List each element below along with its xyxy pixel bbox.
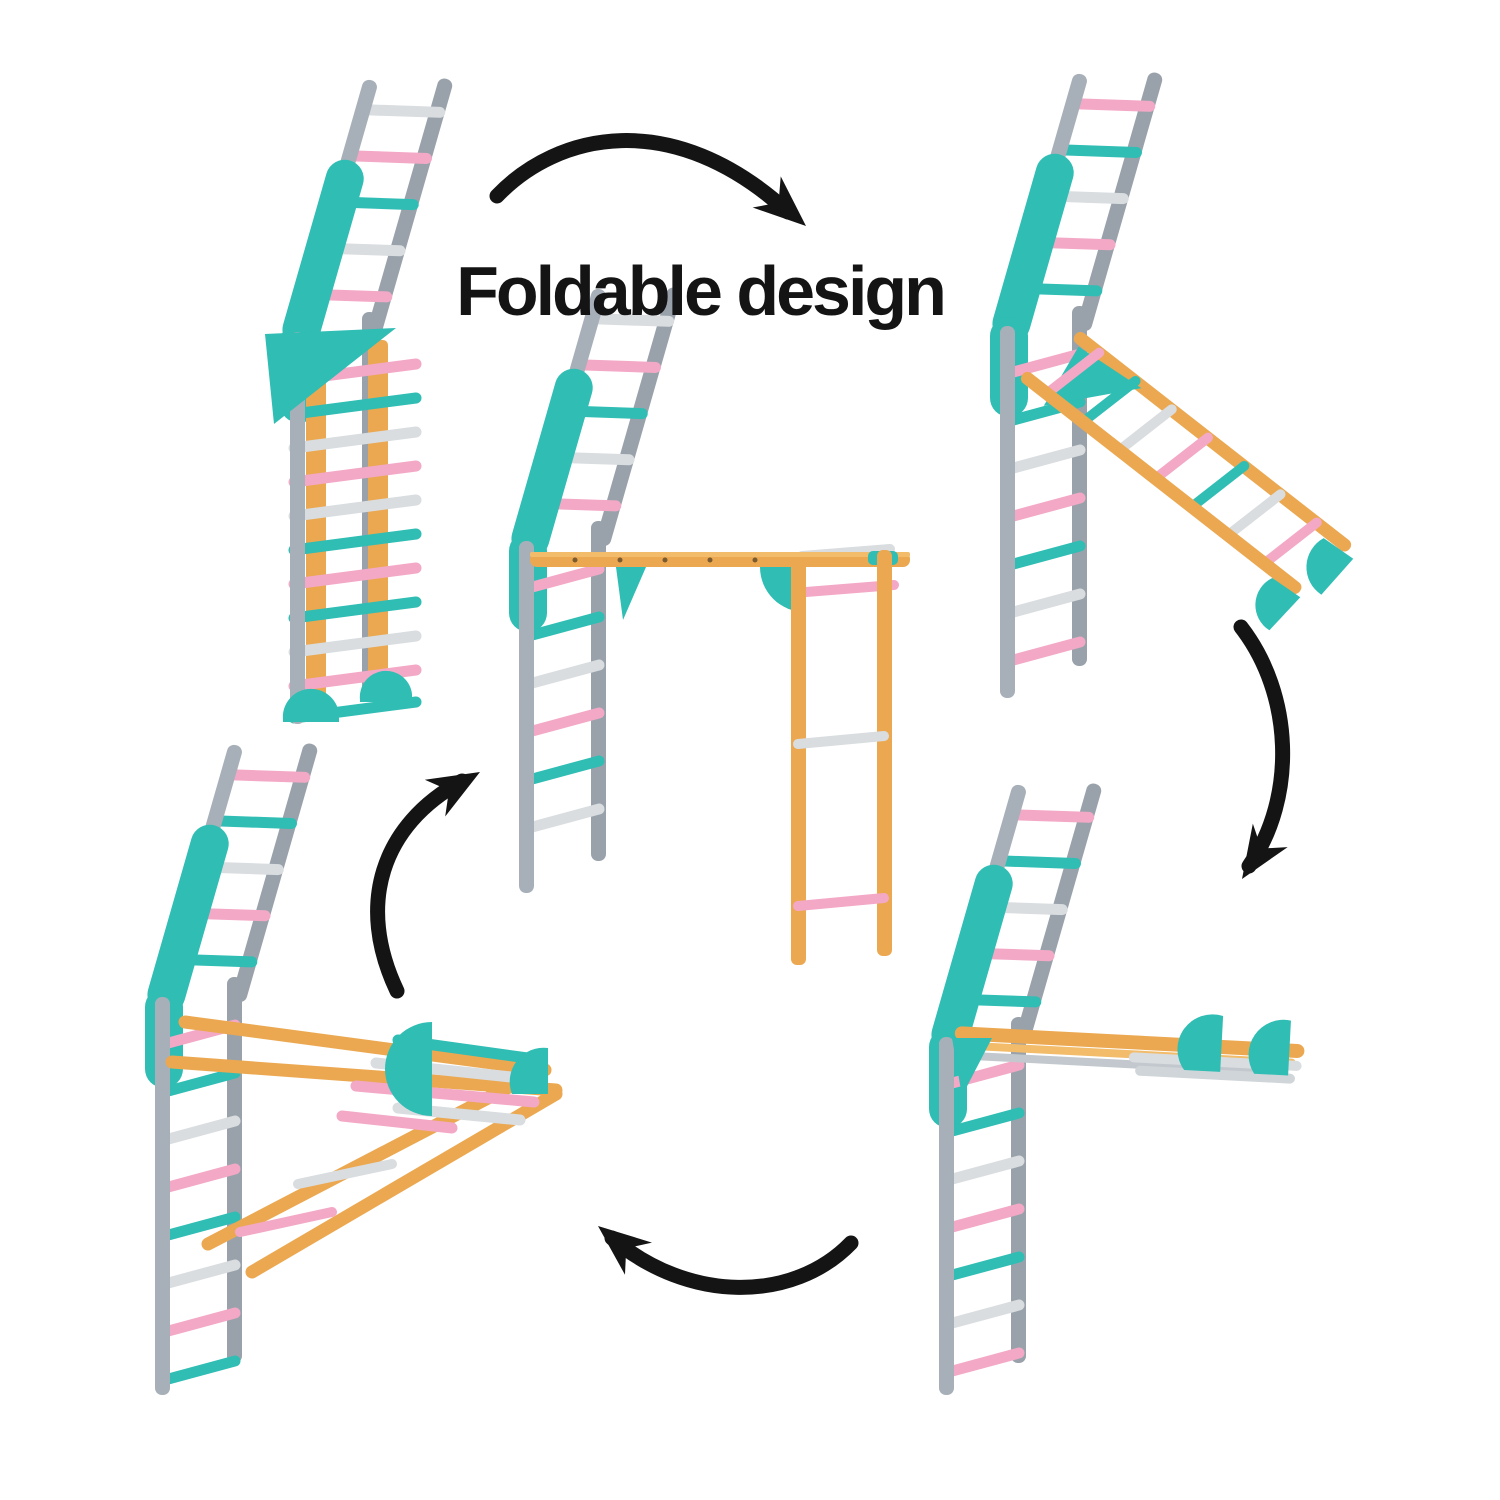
config-folded-flat: [265, 78, 453, 724]
fold-fin: [1248, 1019, 1291, 1076]
foot-cap: [359, 670, 412, 702]
fold-bracket: [992, 153, 1074, 343]
config-monkey-bars-extended: [509, 287, 910, 965]
config-ramp-unfolded: [990, 72, 1354, 698]
fold-bracket: [282, 159, 364, 349]
support-leg: [791, 562, 806, 965]
fold-fin: [1177, 1014, 1224, 1072]
folded-beam: [178, 1015, 552, 1077]
foot-cap: [1306, 538, 1354, 595]
cycle-arrow-top-icon: [489, 133, 820, 243]
hinge-plate: [952, 1038, 992, 1096]
ramp-section: [1020, 331, 1354, 631]
fold-bracket: [147, 824, 229, 1014]
cycle-arrow-bottom-icon: [585, 1209, 859, 1295]
fold-fin: [509, 1047, 548, 1094]
folded-bar-stack: [954, 1014, 1305, 1084]
cycle-arrow-right-icon: [1223, 619, 1291, 891]
foot-cap: [282, 688, 339, 722]
folded-beam: [165, 1055, 563, 1097]
beam-bracket: [616, 567, 646, 620]
fold-bracket: [931, 864, 1013, 1054]
hinge-plate: [265, 328, 396, 424]
fold-cap: [385, 1022, 432, 1116]
cycle-arrow-left-icon: [370, 754, 491, 999]
fold-bracket: [511, 368, 593, 558]
support-leg: [877, 550, 892, 956]
config-triangle-fold: [145, 743, 563, 1395]
foot-cap: [1255, 577, 1301, 631]
config-bar-folded-horizontal: [929, 783, 1305, 1395]
page-title: Foldable design: [456, 252, 947, 330]
